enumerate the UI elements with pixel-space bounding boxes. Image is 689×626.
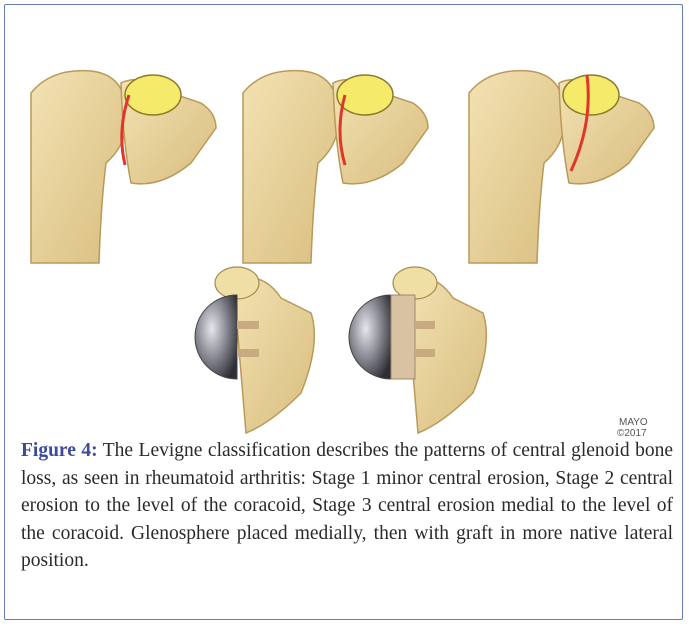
glenosphere-medial-illustration [195,267,314,433]
watermark-org: MAYO [619,417,648,428]
stage-1-illustration [31,71,216,263]
figure-illustration: MAYO ©2017 [11,13,679,441]
figure-label: Figure 4: [21,440,98,461]
stage-2-illustration [243,71,428,263]
figure-caption-text: The Levigne classification describes the… [21,440,673,571]
stage-3-illustration [469,71,654,263]
figure-frame: MAYO ©2017 Figure 4: The Levigne classif… [4,4,683,620]
glenosphere-graft-illustration [349,267,486,433]
figure-caption: Figure 4: The Levigne classification des… [21,437,673,575]
